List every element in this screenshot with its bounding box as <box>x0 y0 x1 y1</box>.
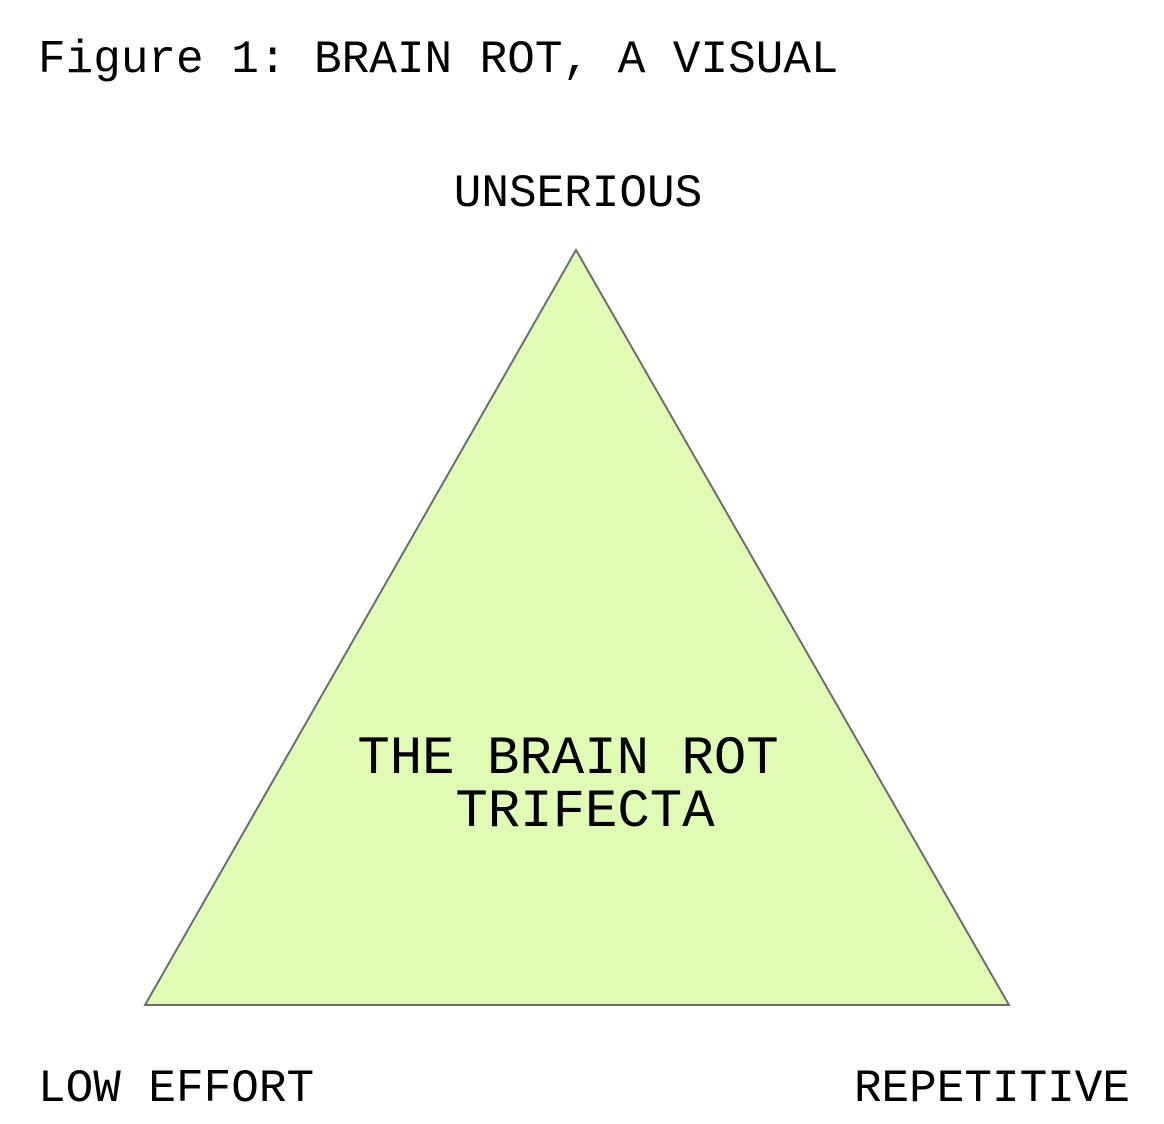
vertex-label-bottom-right: REPETITIVE <box>854 1063 1130 1115</box>
vertex-label-top: UNSERIOUS <box>454 168 702 220</box>
trifecta-triangle <box>143 247 1011 1006</box>
vertex-label-bottom-left: LOW EFFORT <box>38 1063 314 1115</box>
center-label-line2: TRIFECTA <box>455 782 715 843</box>
figure-title: Figure 1: BRAIN ROT, A VISUAL <box>38 34 839 86</box>
center-label-line1: THE BRAIN ROT <box>357 729 778 790</box>
